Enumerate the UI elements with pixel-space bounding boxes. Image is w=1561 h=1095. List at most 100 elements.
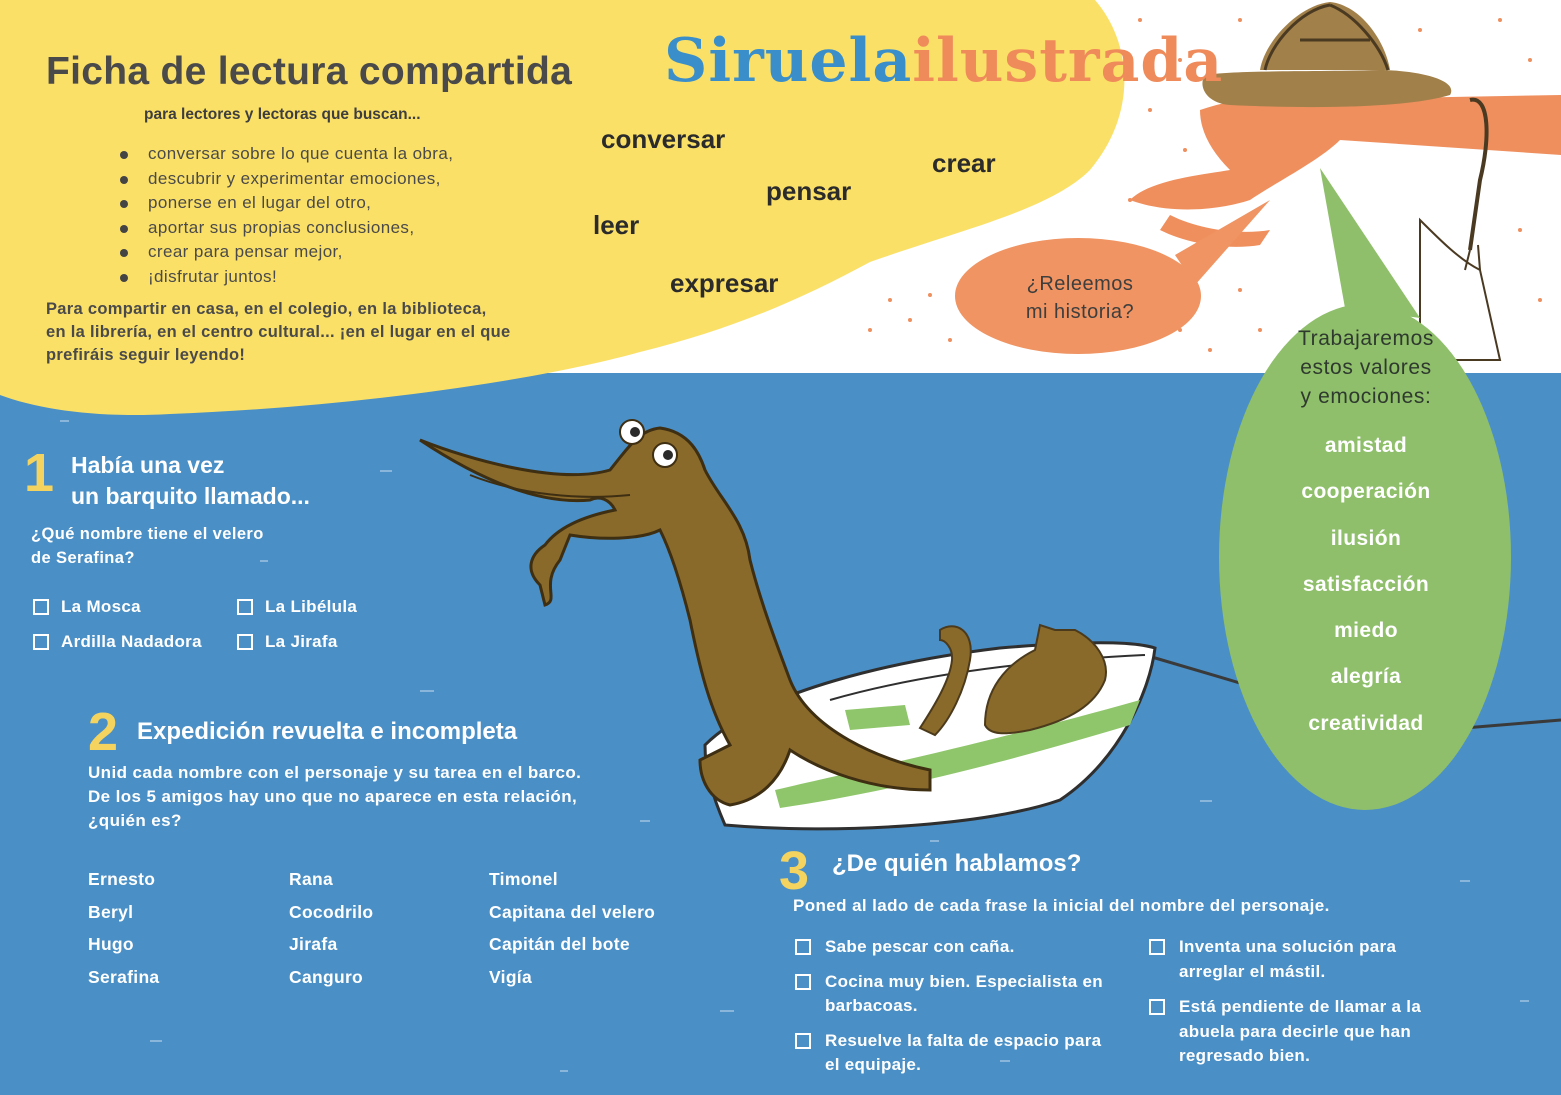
checkbox-icon[interactable] [795,973,811,990]
intro-line: en la librería, en el centro cultural...… [46,323,511,341]
statement-line: Resuelve la falta de espacio para [825,1030,1102,1050]
giraffe-illustration [1130,2,1561,361]
option-label: La Mosca [61,597,141,616]
instruction-line: Unid cada nombre con el personaje y su t… [88,763,582,782]
option-la-mosca[interactable]: La Mosca [33,597,141,617]
orange-bubble-line: mi historia? [1025,301,1135,323]
checkbox-icon[interactable] [33,634,49,650]
statement-line: arreglar el mástil. [1179,961,1326,981]
statement-item[interactable]: Inventa una solución para arreglar el má… [1149,935,1479,984]
word-crear: crear [932,148,996,178]
intro-line: Para compartir en casa, en el colegio, e… [46,300,487,318]
section2-title: Expedición revuelta e incompleta [137,718,518,745]
statement-line: Sabe pescar con caña. [825,937,1015,956]
statement-line: barbacoas. [825,996,918,1015]
values-list: amistad cooperación ilusión satisfacción… [1236,432,1496,756]
value-item: creatividad [1308,711,1424,735]
yellow-blob [0,0,1125,416]
animal-item: Jirafa [289,934,338,955]
publisher-logo: Siruelailustrada [664,26,1223,96]
word-conversar: conversar [601,124,726,154]
section1-question-line: ¿Qué nombre tiene el velero [31,525,264,543]
section1-question: ¿Qué nombre tiene el velero de Serafina? [31,522,264,570]
statement-item[interactable]: Sabe pescar con caña. [795,935,1140,960]
section1-number: 1 [24,443,55,503]
bullet-item: crear para pensar mejor, [118,240,453,265]
subtitle: para lectores y lectoras que buscan... [144,106,421,123]
checkbox-icon[interactable] [1149,999,1165,1015]
statement-line: el equipaje. [825,1055,922,1074]
word-pensar: pensar [766,176,852,206]
logo-siruela: Siruela [664,26,913,96]
orange-speech-bubble [955,200,1270,354]
bullet-item: conversar sobre lo que cuenta la obra, [118,142,453,167]
option-label: Ardilla Nadadora [61,632,202,651]
animal-item: Cocodrilo [289,901,374,922]
role-item: Capitán del bote [489,934,630,955]
values-title: Trabajaremos estos valores y emociones: [1236,324,1496,411]
section3-title: ¿De quién hablamos? [832,850,1082,877]
section3-instruction: Poned al lado de cada frase la inicial d… [793,896,1330,915]
animal-item: Canguro [289,967,364,988]
checkbox-icon[interactable] [237,634,253,650]
section2-instructions: Unid cada nombre con el personaje y su t… [88,761,581,833]
checkbox-icon[interactable] [33,599,49,615]
statement-item[interactable]: Resuelve la falta de espacio para el equ… [795,1029,1140,1078]
section3-number: 3 [779,841,810,901]
section3-left-list: Sabe pescar con caña. Cocina muy bien. E… [795,935,1140,1078]
value-item: miedo [1334,619,1398,643]
green-speech-bubble [1219,168,1511,810]
section1-title: Había una vez un barquito llamado... [71,450,310,512]
name-item: Serafina [88,967,160,988]
bullet-item: aportar sus propias conclusiones, [118,216,453,241]
statement-line: regresado bien. [1179,1046,1311,1065]
role-item: Capitana del velero [489,901,656,922]
option-label: La Jirafa [265,632,338,651]
role-item: Vigía [489,967,533,988]
logo-ilustrada: ilustrada [912,26,1224,96]
checkbox-icon[interactable] [795,1032,811,1049]
option-la-libelula[interactable]: La Libélula [237,597,357,617]
section3-right-list: Inventa una solución para arreglar el má… [1149,935,1479,1069]
checkbox-icon[interactable] [237,599,253,615]
name-item: Ernesto [88,869,156,889]
statement-line: abuela para decirle que han [1179,1021,1412,1041]
roles-column: Timonel Capitana del velero Capitán del … [489,867,655,998]
name-item: Hugo [88,934,134,955]
value-item: ilusión [1330,526,1402,550]
value-item: amistad [1324,434,1408,457]
checkbox-icon[interactable] [1149,939,1165,955]
word-leer: leer [593,210,640,240]
checkbox-icon[interactable] [795,939,811,955]
section1-title-line: un barquito llamado... [71,483,310,509]
name-item: Beryl [88,901,134,922]
values-title-line: Trabajaremos [1298,327,1434,350]
option-la-jirafa[interactable]: La Jirafa [237,632,338,652]
instruction-line: De los 5 amigos hay uno que no aparece e… [88,787,578,806]
crocodile-illustration [419,419,932,807]
option-ardilla-nadadora[interactable]: Ardilla Nadadora [33,632,202,652]
statement-line: Inventa una solución para [1179,937,1397,956]
value-item: cooperación [1301,480,1431,504]
statement-item[interactable]: Cocina muy bien. Especialista en barbaco… [795,970,1140,1019]
values-title-line: y emociones: [1300,385,1432,408]
bullet-list: conversar sobre lo que cuenta la obra, d… [118,142,453,290]
statement-line: Cocina muy bien. Especialista en [825,971,1103,991]
intro-paragraph: Para compartir en casa, en el colegio, e… [46,298,586,367]
option-label: La Libélula [265,597,358,616]
kangaroo-tail [918,625,972,737]
page-title: Ficha de lectura compartida [46,50,573,93]
section1-title-line: Había una vez [71,452,225,478]
statement-line: Está pendiente de llamar a la [1179,997,1422,1016]
statement-item[interactable]: Está pendiente de llamar a la abuela par… [1149,995,1479,1069]
intro-line: prefiráis seguir leyendo! [46,346,246,364]
value-item: satisfacción [1302,572,1430,596]
bullet-item: ¡disfrutar juntos! [118,265,453,290]
instruction-line: ¿quién es? [88,811,182,830]
names-column: Ernesto Beryl Hugo Serafina [88,867,159,998]
value-item: alegría [1330,665,1402,689]
orange-speckles [868,18,1552,352]
kangaroo-illustration [983,623,1107,735]
section2-number: 2 [88,702,119,762]
